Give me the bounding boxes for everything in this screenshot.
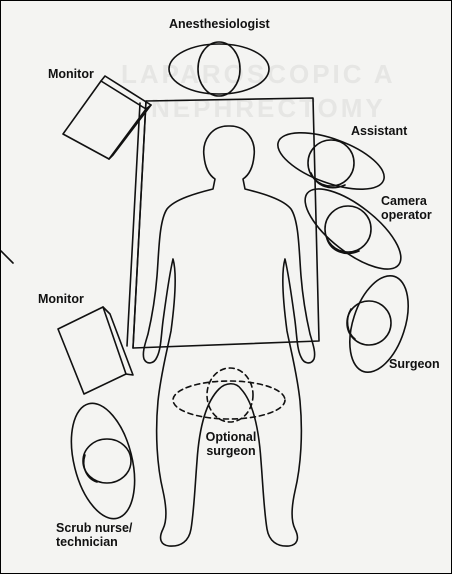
anesthesiologist-shoulders <box>168 43 270 95</box>
monitor-top <box>62 75 152 160</box>
label-optional-surgeon-line1: Optional <box>205 430 257 444</box>
label-anesthesiologist: Anesthesiologist <box>169 17 270 31</box>
camera-operator-head-shadow <box>326 238 360 255</box>
background-heading-line2: NEPHRECTOMY <box>151 93 386 123</box>
label-scrub-nurse-line2: technician <box>56 535 118 549</box>
optional-surgeon-shoulders <box>172 380 286 420</box>
camera-operator-head <box>324 205 372 253</box>
scrub-nurse-head <box>82 438 132 484</box>
anesthesiologist-head <box>197 41 241 97</box>
label-monitor-bottom: Monitor <box>38 292 84 306</box>
label-monitor-top: Monitor <box>48 67 94 81</box>
operating-table <box>132 97 320 349</box>
assistant-head <box>307 139 355 187</box>
assistant-head-shadow <box>310 172 346 189</box>
label-optional-surgeon-line2: surgeon <box>206 444 256 458</box>
operating-table-edge <box>126 100 147 349</box>
label-assistant: Assistant <box>351 124 408 138</box>
label-camera-operator-line1: Camera <box>381 194 427 208</box>
background-heading-line1: LAPAROSCOPIC A <box>121 59 396 89</box>
label-scrub-nurse: Scrub nurse/ technician <box>56 521 132 549</box>
label-camera-operator-line2: operator <box>381 208 432 222</box>
monitor-bottom <box>57 306 134 395</box>
optional-surgeon-group <box>172 367 286 423</box>
camera-operator-shoulders <box>304 188 402 270</box>
assistant-shoulders <box>277 132 385 190</box>
surgeon-head-shadow <box>346 308 356 340</box>
stray-mark <box>1 250 14 264</box>
scrub-nurse-head-shadow <box>82 454 98 483</box>
label-scrub-nurse-line1: Scrub nurse/ <box>56 521 133 535</box>
patient-body <box>142 125 316 547</box>
scrub-nurse-shoulders <box>70 402 136 520</box>
optional-surgeon-head <box>206 367 254 423</box>
label-camera-operator: Camera operator <box>381 194 432 222</box>
label-surgeon: Surgeon <box>389 357 440 371</box>
surgeon-shoulders <box>349 274 409 374</box>
label-optional-surgeon: Optional surgeon <box>193 430 269 458</box>
